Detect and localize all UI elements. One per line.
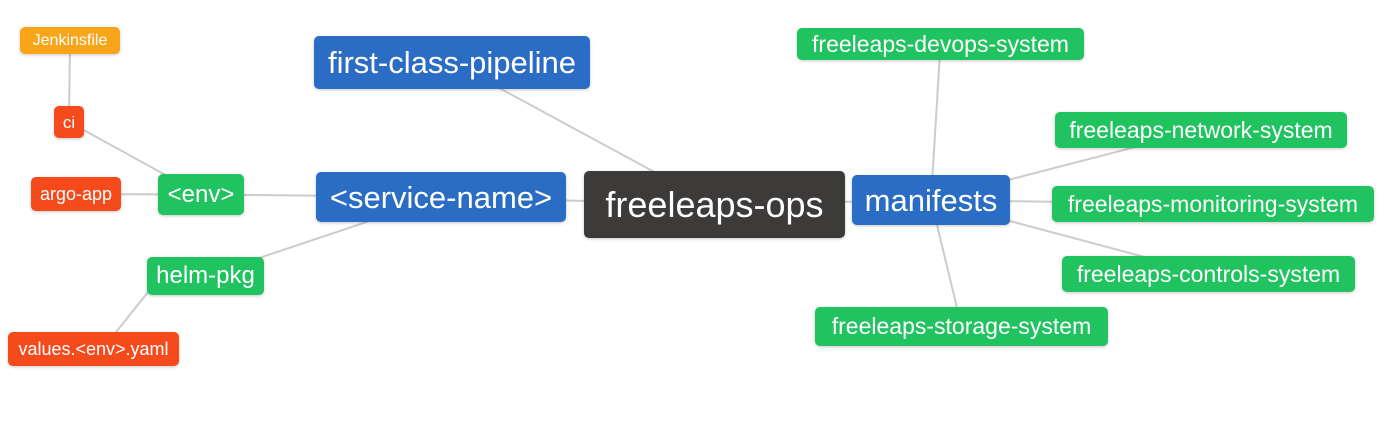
node-env[interactable]: <env> [158,174,244,215]
node-freeleaps-monitoring-system[interactable]: freeleaps-monitoring-system [1052,186,1374,222]
node-first-class-pipeline[interactable]: first-class-pipeline [314,36,590,89]
edge-manifests-freeleaps-devops-system [930,43,942,201]
node-argo-app[interactable]: argo-app [31,177,121,211]
node-freeleaps-storage-system[interactable]: freeleaps-storage-system [815,307,1108,346]
node-manifests[interactable]: manifests [852,175,1010,225]
node-freeleaps-ops[interactable]: freeleaps-ops [584,171,845,238]
node-ci[interactable]: ci [54,106,84,138]
node-freeleaps-devops-system[interactable]: freeleaps-devops-system [797,28,1084,60]
node-jenkinsfile[interactable]: Jenkinsfile [20,27,120,54]
node-service-name[interactable]: <service-name> [316,172,566,222]
node-helm-pkg[interactable]: helm-pkg [147,257,264,295]
node-values-env-yaml[interactable]: values.<env>.yaml [8,332,179,366]
node-freeleaps-network-system[interactable]: freeleaps-network-system [1055,112,1347,148]
node-freeleaps-controls-system[interactable]: freeleaps-controls-system [1062,256,1355,292]
